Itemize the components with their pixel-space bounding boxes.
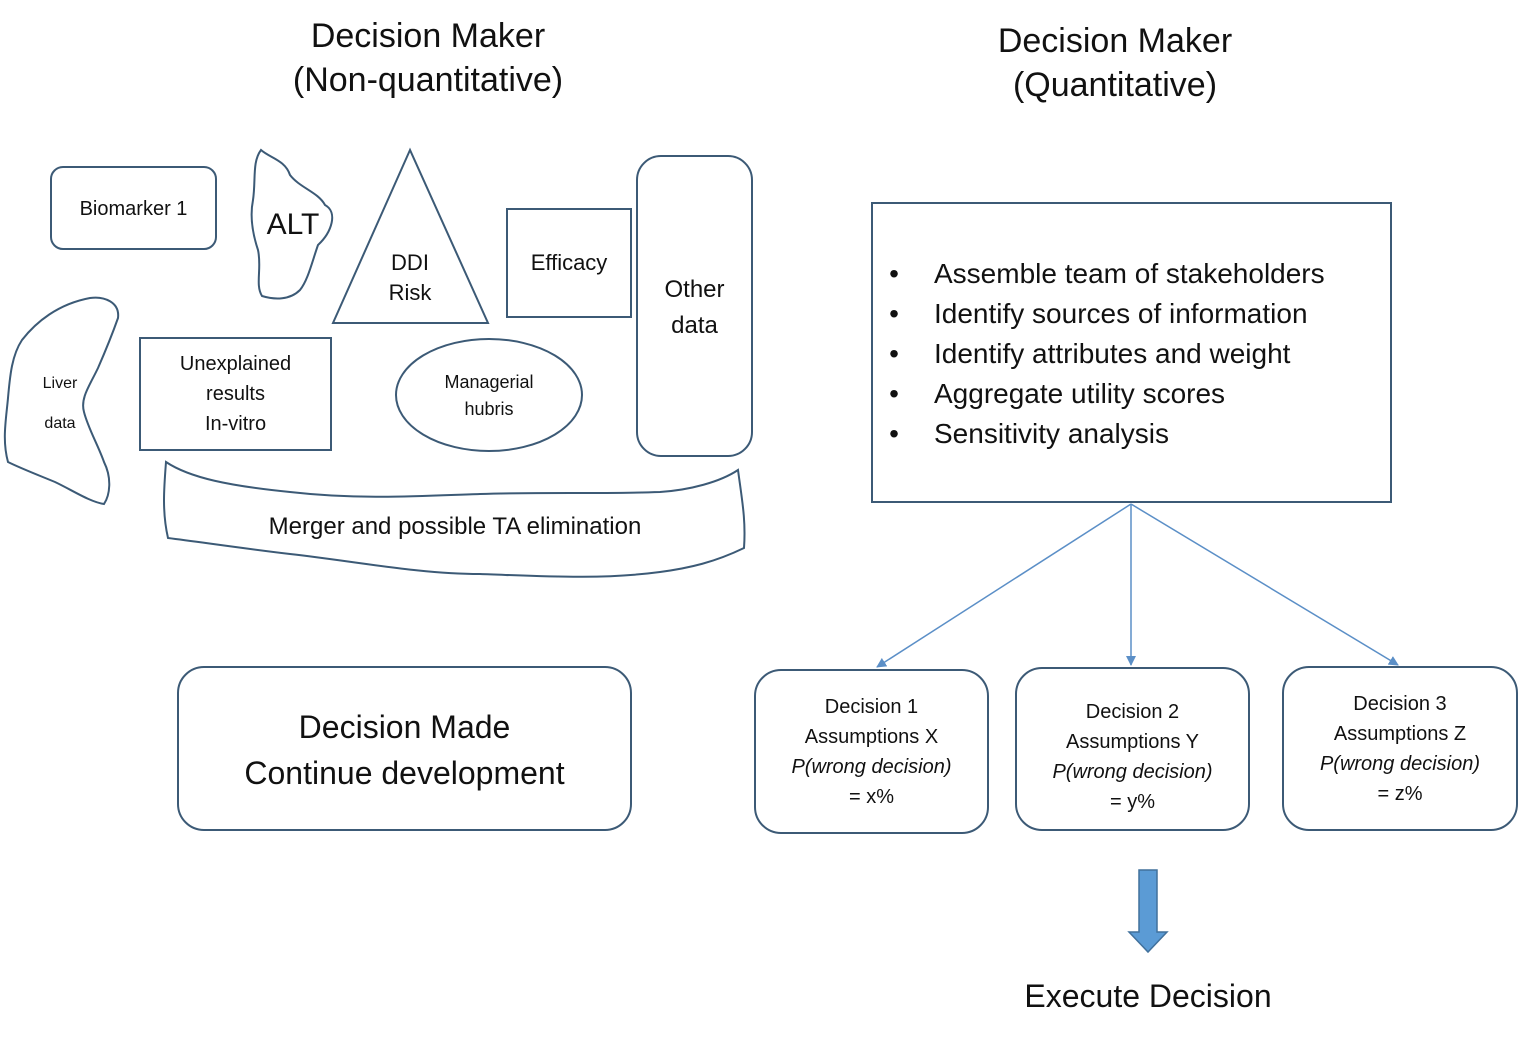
process-bullets: • Assemble team of stakeholders • Identify…	[884, 254, 1325, 454]
arrow-to-decision-3	[1130, 503, 1399, 666]
decision-3-box	[1282, 666, 1518, 831]
liver-label: Liver data	[20, 364, 100, 444]
unexplained-line2: results	[206, 383, 265, 405]
bullet-item: • Sensitivity analysis	[884, 414, 1325, 454]
decision-2-probability: P(wrong decision)	[1052, 761, 1213, 783]
decision-3-label: Decision 3 Assumptions Z P(wrong decisio…	[1283, 689, 1517, 809]
hubris-ellipse	[395, 338, 583, 452]
unexplained-label: Unexplained results In-vitro	[140, 349, 331, 439]
unexplained-box	[139, 337, 332, 451]
execute-down-arrow	[1127, 869, 1169, 954]
decision-1-box	[754, 669, 989, 834]
decision-2-box	[1015, 667, 1250, 831]
right-heading-line2: (Quantitative)	[1012, 66, 1218, 104]
bullet-text: Identify sources of information	[934, 298, 1308, 329]
bullet-dot: •	[889, 298, 899, 329]
bullet-dot: •	[889, 418, 899, 449]
right-heading: Decision Maker (Quantitative)	[915, 19, 1315, 107]
other-data-line1: Other	[664, 276, 725, 303]
decision-3-probability: P(wrong decision)	[1319, 753, 1481, 775]
decision-3-title: Decision 3	[1353, 693, 1447, 715]
unexplained-line3: In-vitro	[204, 413, 267, 435]
decision-2-title: Decision 2	[1085, 701, 1180, 723]
ddi-label: DDI Risk	[360, 248, 460, 308]
bullet-dot: •	[889, 338, 899, 369]
alt-blob	[250, 148, 334, 300]
other-data-label: Other data	[637, 272, 752, 344]
execute-decision-label: Execute Decision	[1024, 978, 1272, 1014]
unexplained-line1: Unexplained	[179, 353, 292, 375]
other-data-line2: data	[671, 312, 718, 339]
decision-2-assumptions: Assumptions Y	[1065, 731, 1200, 753]
bullet-item: • Identify sources of information	[884, 294, 1325, 334]
bullet-text: Sensitivity analysis	[934, 418, 1169, 449]
decision-1-value: = x%	[848, 786, 895, 808]
ddi-label-line1: DDI	[391, 250, 429, 275]
decision-3-value: = z%	[1377, 783, 1423, 805]
bullet-dot: •	[889, 378, 899, 409]
decision-1-assumptions: Assumptions X	[804, 726, 939, 748]
bullet-dot: •	[889, 258, 899, 289]
merger-label: Merger and possible TA elimination	[268, 513, 642, 540]
ddi-label-line2: Risk	[388, 280, 432, 305]
bullet-text: Identify attributes and weight	[934, 338, 1291, 369]
left-heading: Decision Maker (Non-quantitative)	[228, 14, 628, 102]
process-box	[871, 202, 1392, 503]
efficacy-label: Efficacy	[530, 250, 608, 275]
liver-blob	[3, 296, 120, 506]
right-heading-line1: Decision Maker	[997, 22, 1233, 60]
alt-label: ALT	[266, 208, 320, 241]
bullet-text: Assemble team of stakeholders	[934, 258, 1325, 289]
biomarker-label: Biomarker 1	[79, 198, 188, 220]
arrow-to-decision-1	[876, 503, 1132, 668]
liver-label-line1: Liver	[42, 375, 78, 392]
decision-2-label: Decision 2 Assumptions Y P(wrong decisio…	[1016, 697, 1249, 817]
decision-made-label: Decision Made Continue development	[178, 704, 631, 796]
hubris-label: Managerial hubris	[396, 369, 582, 423]
hubris-line1: Managerial	[444, 372, 534, 392]
decision-1-probability: P(wrong decision)	[791, 756, 952, 778]
ddi-triangle	[331, 147, 490, 324]
left-heading-line1: Decision Maker	[310, 17, 546, 55]
liver-label-line2: data	[44, 415, 76, 432]
decision-made-box	[177, 666, 632, 831]
left-heading-line2: (Non-quantitative)	[292, 61, 564, 99]
decision-1-label: Decision 1 Assumptions X P(wrong decisio…	[755, 692, 988, 812]
merger-banner	[163, 460, 746, 578]
decision-2-value: = y%	[1109, 791, 1156, 813]
decision-3-assumptions: Assumptions Z	[1333, 723, 1467, 745]
decision-made-line2: Continue development	[244, 755, 565, 791]
bullet-item: • Aggregate utility scores	[884, 374, 1325, 414]
bullet-text: Aggregate utility scores	[934, 378, 1226, 409]
other-data-box	[636, 155, 753, 457]
biomarker-box	[50, 166, 217, 250]
bullet-item: • Assemble team of stakeholders	[884, 254, 1325, 294]
bullet-item: • Identify attributes and weight	[884, 334, 1325, 374]
efficacy-box	[506, 208, 632, 318]
decision-made-line1: Decision Made	[298, 709, 511, 745]
hubris-line2: hubris	[464, 399, 514, 419]
decision-1-title: Decision 1	[824, 696, 919, 718]
